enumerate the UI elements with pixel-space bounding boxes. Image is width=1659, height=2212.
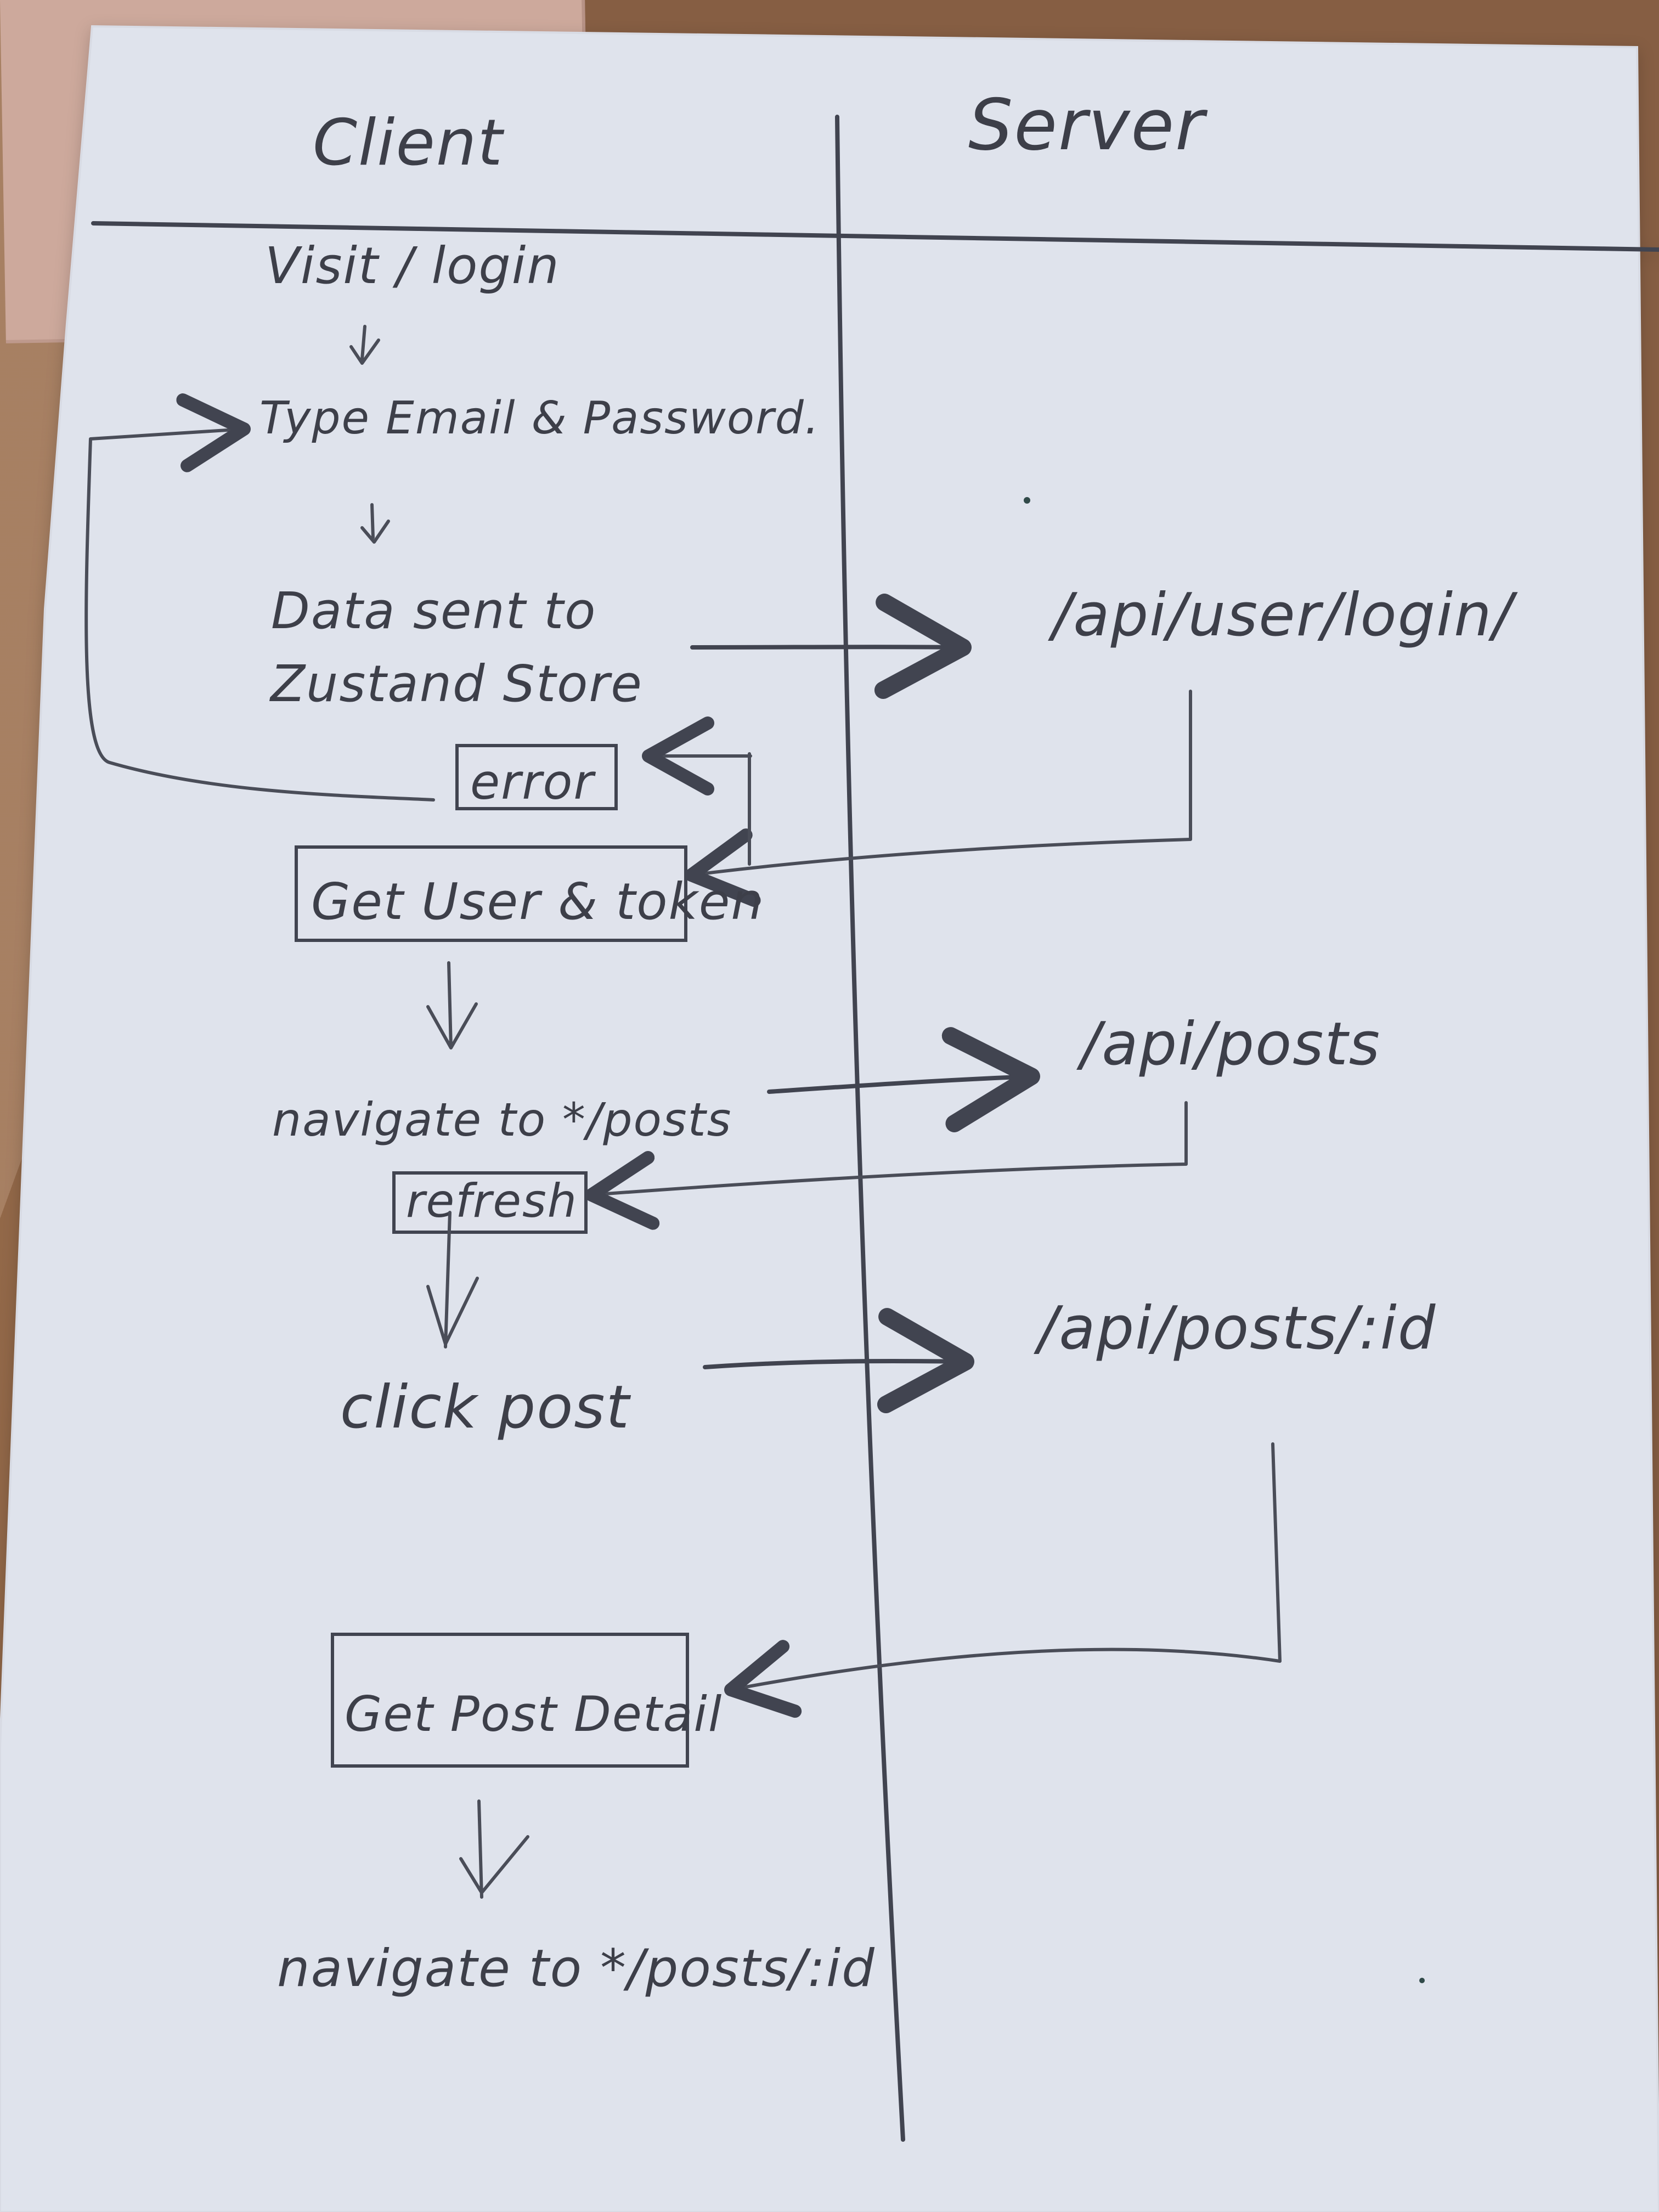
get-user-token-text: Get User & token [311,872,764,931]
data-sent-line-1-text: Data sent to [271,582,596,640]
click-post-text: click post [340,1373,631,1442]
server-column-label: Server [968,84,1208,166]
ink-dot-2 [1419,1978,1425,1983]
navigate-posts-text: navigate to */posts [272,1093,732,1147]
visit-login-text: Visit / login [265,236,560,295]
retry-loop-arrow [84,393,435,802]
type-credentials-text: Type Email & Password. [259,392,820,444]
refresh-box [392,1171,588,1234]
arrow-token-to-navigate [426,961,478,1049]
navigate-post-detail-text: navigate to */posts/:id [277,1939,876,1999]
error-text: error [470,754,596,810]
arrow-to-post-detail-api [703,1308,974,1414]
ink-dot-1 [1024,497,1030,504]
post-detail-response-arrow [724,1442,1282,1718]
paper-surface [0,25,1659,2212]
login-response-arrow [685,690,1192,907]
arrow-to-posts-api [767,1027,1040,1132]
get-user-token-box [295,845,687,942]
client-column-label: Client [313,106,505,180]
arrow-visit-to-type [349,325,380,365]
get-post-detail-box [331,1633,689,1768]
login-endpoint-text: /api/user/login/ [1048,581,1519,650]
get-post-detail-text: Get Post Detail [345,1686,723,1742]
posts-response-arrow [585,1101,1188,1230]
header-divider-line [91,221,1659,252]
posts-endpoint-text: /api/posts [1076,1010,1381,1079]
arrow-type-to-data [360,503,390,544]
post-detail-endpoint-text: /api/posts/:id [1034,1294,1436,1363]
arrow-detail-to-navigate [459,1799,529,1899]
error-branch-arrow [648,754,752,866]
error-box [455,744,618,810]
refresh-text: refresh [406,1174,578,1228]
arrow-refresh-to-click [426,1211,479,1348]
data-sent-line-2-text: Zustand Store [269,654,643,713]
